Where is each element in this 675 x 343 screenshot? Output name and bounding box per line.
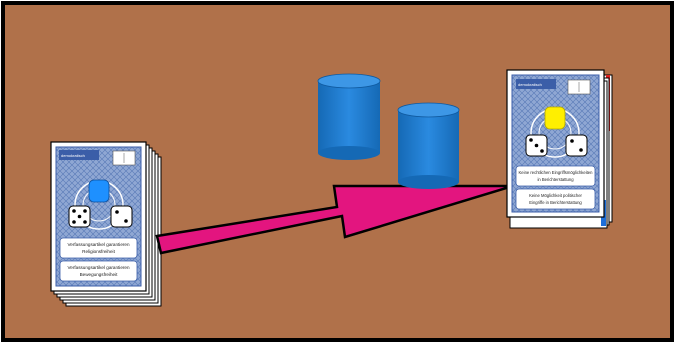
right-card-brand: demokratisch bbox=[518, 82, 542, 87]
right-card-deck[interactable]: demokratisch Keine rechtlichen Eingriffs… bbox=[506, 69, 613, 229]
left-card-brand: demokratisch bbox=[61, 153, 85, 158]
move-arrow bbox=[155, 184, 514, 255]
die-two-icon bbox=[110, 205, 133, 228]
right-card-label-1-line-2: in Berichterstattung bbox=[537, 177, 574, 182]
right-card-token bbox=[544, 106, 566, 130]
right-card-label-1 bbox=[515, 165, 596, 187]
left-card-label-1-line-2: Religionsfreiheit bbox=[82, 249, 115, 254]
left-card-label-2 bbox=[59, 260, 138, 282]
die-two-icon bbox=[565, 134, 588, 157]
cylinder-piece-2[interactable] bbox=[397, 102, 460, 189]
right-card-label-2-line-2: Eingriffe in Berichterstattung bbox=[529, 200, 582, 205]
cylinder-piece-1[interactable] bbox=[317, 73, 381, 160]
left-card-label-1 bbox=[59, 237, 138, 259]
left-card-token bbox=[88, 179, 110, 203]
right-card-label-1-line-1: Keine rechtlichen Eingriffsmöglichkeiten bbox=[519, 170, 594, 175]
left-card-deck[interactable]: demokratisch Verfassungsartikel garantie… bbox=[50, 141, 162, 307]
left-card-label-2-line-1: Verfassungsartikel garantieren bbox=[67, 265, 129, 270]
die-five-icon bbox=[68, 205, 91, 228]
die-three-icon bbox=[525, 134, 548, 157]
right-card-label-2-line-1: Keine Möglichkeit politischer bbox=[529, 193, 582, 198]
left-card-label-1-line-1: Verfassungsartikel garantieren bbox=[67, 242, 129, 247]
left-card-label-2-line-2: Bewegungsfreiheit bbox=[80, 272, 119, 277]
right-card-label-2 bbox=[515, 188, 596, 210]
